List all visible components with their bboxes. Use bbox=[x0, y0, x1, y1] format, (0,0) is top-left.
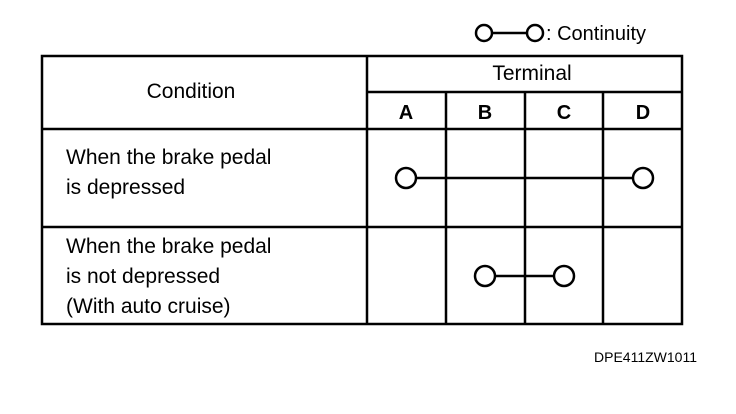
terminal-table-grid bbox=[40, 54, 684, 326]
condition-row-2-line-2: is not depressed bbox=[66, 265, 220, 288]
column-header-c: C bbox=[557, 102, 571, 124]
terminal-node-c-row-2 bbox=[552, 264, 576, 288]
condition-row-1-line-1: When the brake pedal bbox=[66, 146, 271, 169]
continuity-marks bbox=[394, 166, 655, 288]
legend: : Continuity bbox=[474, 23, 646, 45]
reference-code: DPE411ZW1011 bbox=[594, 349, 697, 365]
continuity-symbol-icon bbox=[474, 23, 545, 43]
condition-row-1-line-2: is depressed bbox=[66, 176, 185, 199]
condition-header: Condition bbox=[147, 80, 236, 103]
condition-row-2-line-3: (With auto cruise) bbox=[66, 295, 231, 318]
column-header-a: A bbox=[399, 102, 413, 124]
terminal-header: Terminal bbox=[492, 62, 571, 85]
terminal-node-b-row-2 bbox=[473, 264, 497, 288]
condition-row-2-line-1: When the brake pedal bbox=[66, 235, 271, 258]
condition-row-1: When the brake pedal is depressed bbox=[66, 146, 271, 199]
terminal-node-a-row-1 bbox=[394, 166, 418, 190]
column-header-b: B bbox=[478, 102, 492, 124]
column-header-d: D bbox=[636, 102, 650, 124]
legend-label: : Continuity bbox=[546, 23, 646, 45]
condition-row-2: When the brake pedal is not depressed (W… bbox=[66, 235, 271, 318]
terminal-node-d-row-1 bbox=[631, 166, 655, 190]
